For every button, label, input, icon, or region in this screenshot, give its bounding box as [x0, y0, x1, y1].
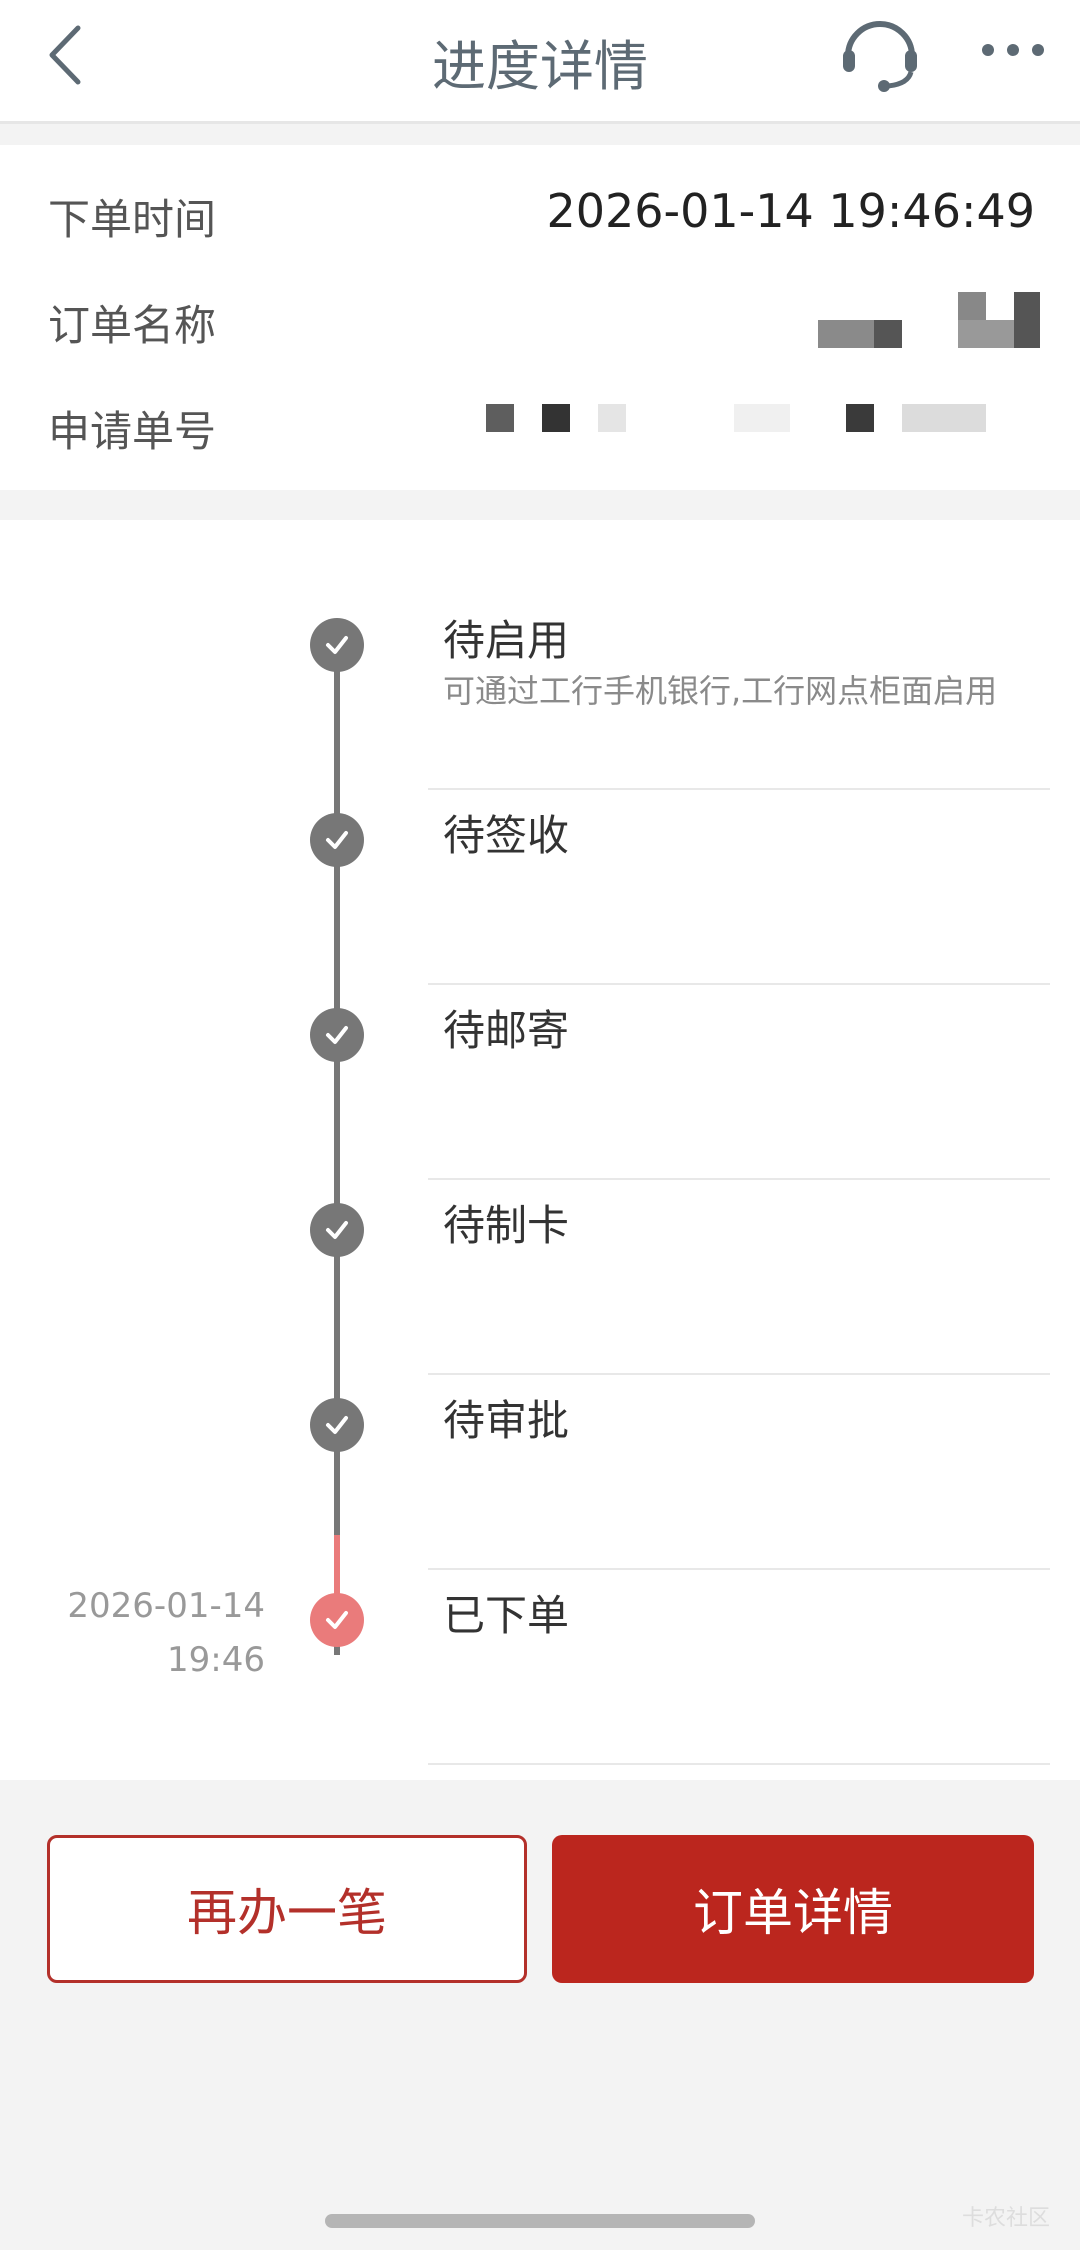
step-divider: [428, 1763, 1050, 1765]
home-indicator[interactable]: [325, 2214, 755, 2228]
step-date: 2026-01-14: [67, 1586, 265, 1626]
check-circle-icon: [310, 1398, 364, 1452]
progress-timeline: 待启用可通过工行手机银行,工行网点柜面启用待签收待邮寄待制卡待审批已下单 2026…: [0, 520, 1080, 1780]
check-circle-icon: [310, 1008, 364, 1062]
application-no-redacted: [430, 404, 1040, 432]
step-time: 19:46: [167, 1640, 265, 1680]
step-divider: [428, 1373, 1050, 1375]
step-title: 待邮寄: [443, 1006, 570, 1055]
step-title: 待签收: [443, 811, 570, 860]
check-circle-icon: [310, 1593, 364, 1647]
apply-again-button[interactable]: 再办一笔: [47, 1835, 527, 1983]
step-subtitle: 可通过工行手机银行,工行网点柜面启用: [443, 672, 998, 710]
step-divider: [428, 1568, 1050, 1570]
chevron-left-icon[interactable]: [40, 20, 100, 90]
check-circle-icon: [310, 813, 364, 867]
timeline-line-done: [334, 645, 340, 1655]
watermark: 卡农社区: [961, 2206, 1050, 2231]
timeline-line-current: [334, 1535, 340, 1645]
step-divider: [428, 983, 1050, 985]
more-dots-icon[interactable]: [980, 40, 1046, 60]
application-no-label: 申请单号: [48, 407, 217, 456]
order-name-redacted: [818, 292, 1040, 348]
order-time-label: 下单时间: [48, 195, 217, 244]
headset-icon[interactable]: [838, 14, 922, 92]
step-title: 待审批: [443, 1396, 570, 1445]
check-circle-icon: [310, 1203, 364, 1257]
page-title: 进度详情: [432, 35, 648, 98]
order-detail-button[interactable]: 订单详情: [552, 1835, 1034, 1983]
check-circle-icon: [310, 618, 364, 672]
order-time-value: 2026-01-14 19:46:49: [546, 184, 1035, 238]
step-title: 已下单: [443, 1591, 570, 1640]
top-nav-bar: 进度详情: [0, 0, 1080, 124]
step-title: 待制卡: [443, 1201, 570, 1250]
order-info-card: [0, 145, 1080, 490]
step-divider: [428, 788, 1050, 790]
order-name-label: 订单名称: [48, 301, 217, 350]
step-title: 待启用: [443, 616, 570, 665]
step-divider: [428, 1178, 1050, 1180]
